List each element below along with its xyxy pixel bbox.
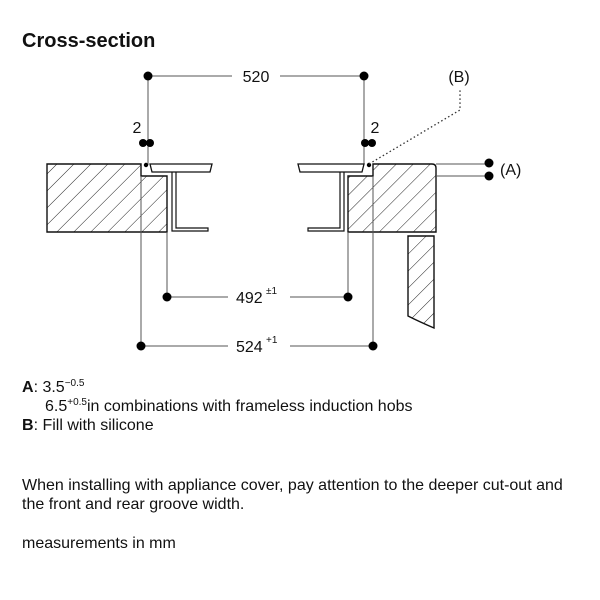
dimension-label-492: 492 bbox=[236, 290, 263, 307]
note-a-key: A bbox=[22, 379, 34, 396]
dimension-point bbox=[143, 71, 153, 81]
front-panel bbox=[407, 235, 435, 330]
note-b-key: B bbox=[22, 417, 34, 434]
gap-right-label: 2 bbox=[371, 120, 380, 137]
dimension-point bbox=[136, 341, 146, 351]
note-b-text: Fill with silicone bbox=[42, 417, 154, 434]
dimension-point bbox=[368, 341, 378, 351]
dimension-top-520: 520 bbox=[143, 69, 369, 165]
note-a-alt-text: in combinations with frameless induction… bbox=[87, 398, 413, 415]
cross-section-diagram: 520 2 2 (B) bbox=[46, 69, 521, 356]
gap-left-label: 2 bbox=[133, 120, 142, 137]
callout-a: (A) bbox=[436, 158, 521, 181]
note-a-alt-tolerance: +0.5 bbox=[67, 397, 87, 408]
page-title: Cross-section bbox=[22, 30, 156, 52]
note-a-value: 3.5 bbox=[42, 379, 65, 396]
legend-notes: A: 3.5−0.5 6.5+0.5in combinations with f… bbox=[22, 378, 413, 435]
right-worktop bbox=[347, 163, 437, 233]
dimension-point bbox=[162, 292, 172, 302]
left-worktop bbox=[46, 163, 168, 233]
callout-b: (B) bbox=[368, 69, 470, 165]
dimension-point bbox=[343, 292, 353, 302]
right-hob-profile bbox=[297, 162, 372, 232]
gap-left: 2 bbox=[133, 120, 154, 147]
dimension-label-520: 520 bbox=[243, 69, 270, 86]
units-note: measurements in mm bbox=[22, 535, 176, 552]
note-a-alt: 6.5+0.5in combinations with frameless in… bbox=[22, 397, 413, 416]
dimension-tolerance-492: ±1 bbox=[266, 286, 277, 297]
dimension-point bbox=[359, 71, 369, 81]
gap-right: 2 bbox=[361, 120, 380, 147]
installation-note: When installing with appliance cover, pa… bbox=[22, 477, 563, 513]
left-hob-profile bbox=[143, 162, 213, 232]
dimension-label-524: 524 bbox=[236, 339, 263, 356]
note-b: B: Fill with silicone bbox=[22, 417, 154, 434]
callout-b-label: (B) bbox=[448, 69, 469, 86]
dimension-tolerance-524: +1 bbox=[266, 335, 278, 346]
note-a-alt-value: 6.5 bbox=[45, 398, 68, 415]
callout-a-label: (A) bbox=[500, 162, 521, 179]
dimension-outer-524: 524 +1 bbox=[136, 176, 378, 356]
note-a: A: 3.5−0.5 bbox=[22, 378, 85, 397]
note-a-tolerance: −0.5 bbox=[64, 378, 85, 389]
dimension-inner-492: 492 ±1 bbox=[162, 232, 353, 307]
